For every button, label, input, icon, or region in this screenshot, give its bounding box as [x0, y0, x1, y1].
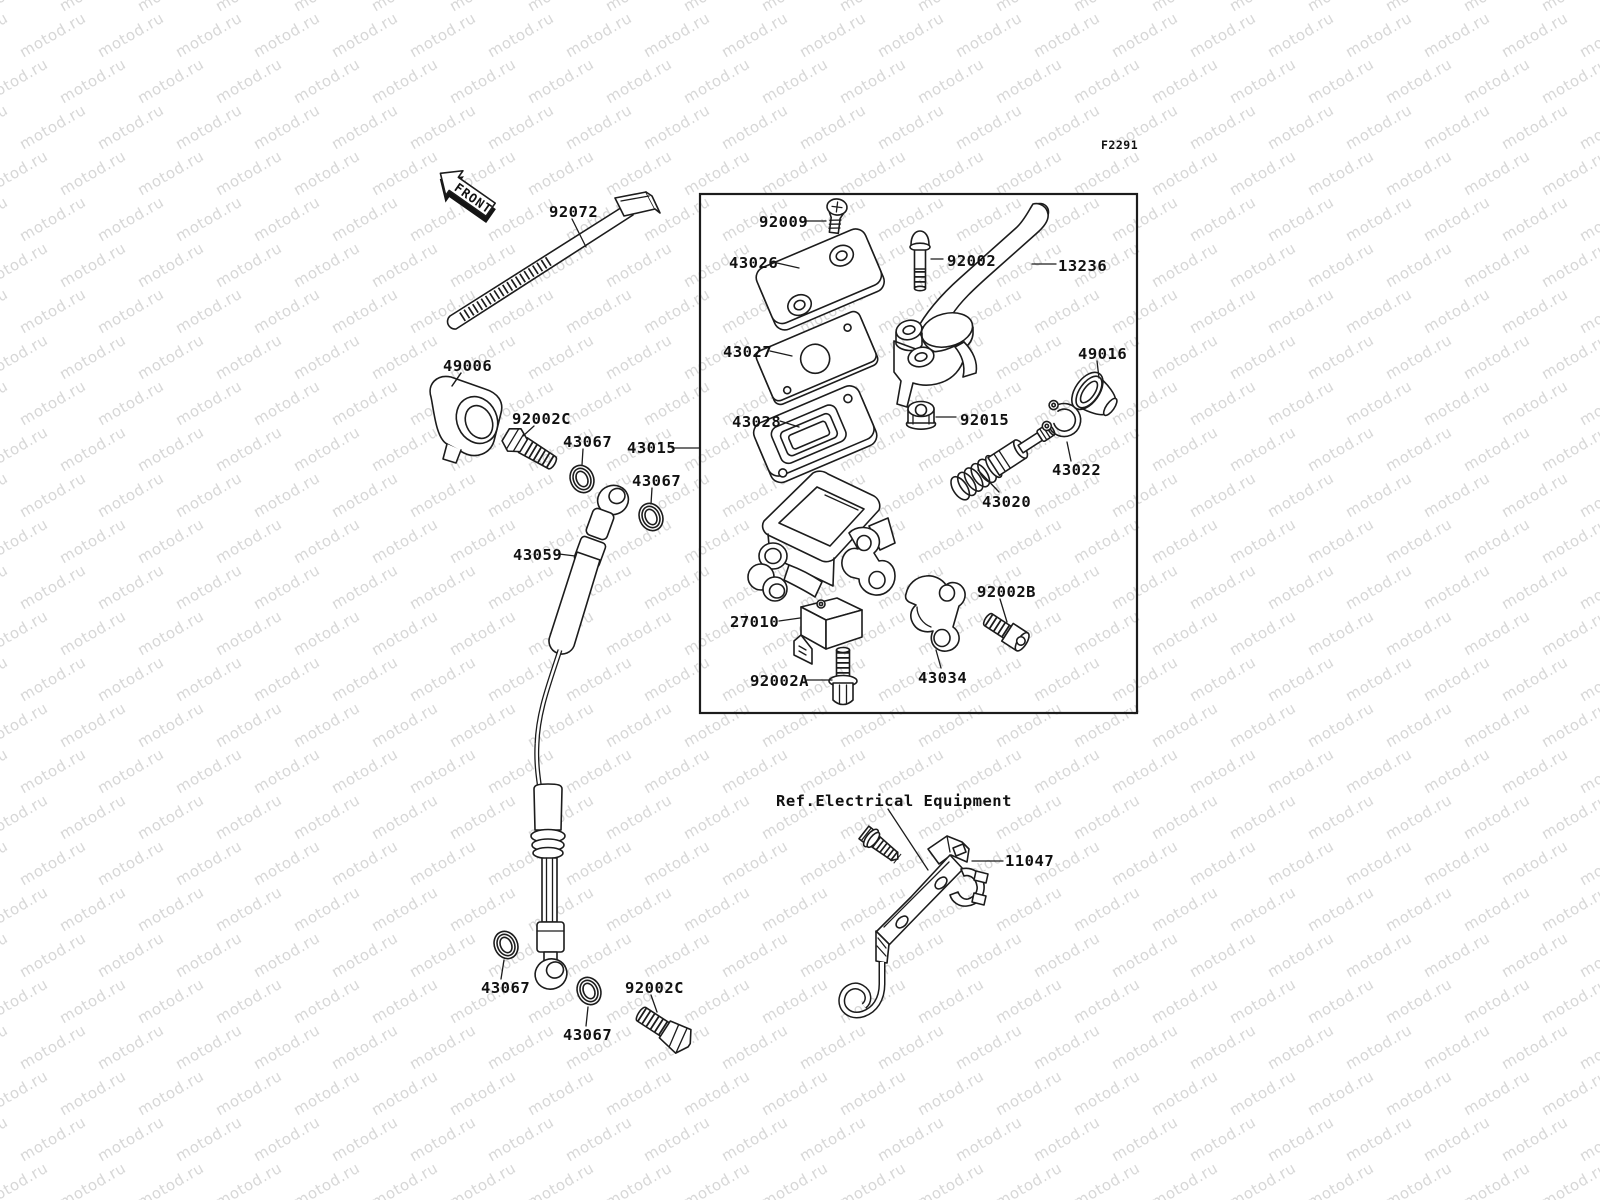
part-label-92072: 92072	[549, 203, 598, 221]
cable-tie-92072-drawing	[446, 191, 661, 330]
bolt-92002b-drawing	[982, 612, 1030, 652]
part-label-92002: 92002	[947, 252, 996, 270]
washer-43067-lower-right-drawing	[576, 976, 602, 1006]
handlebar-clamp-43034-drawing	[904, 575, 966, 652]
part-label-92002b: 92002B	[977, 583, 1036, 601]
part-label-43026: 43026	[729, 254, 778, 272]
part-label-43028: 43028	[732, 413, 781, 431]
circlip-43022-drawing	[1041, 399, 1082, 438]
brake-switch-27010-drawing	[793, 597, 863, 665]
part-label-92015: 92015	[960, 411, 1009, 429]
bolt-92002a-drawing	[828, 646, 858, 706]
brake-hose-43059-drawing	[530, 484, 630, 990]
front-direction-arrow: FRONT	[439, 169, 496, 224]
washer-43067-second-drawing	[638, 502, 664, 532]
reservoir-cap-43026-drawing	[755, 228, 885, 331]
part-label-49016: 49016	[1078, 345, 1127, 363]
part-label-92002c-lower: 92002C	[625, 979, 684, 997]
part-label-43027: 43027	[723, 343, 772, 361]
part-label-43020: 43020	[982, 493, 1031, 511]
locknut-92015-drawing	[905, 400, 937, 430]
leader-lines	[451, 220, 1100, 1027]
part-label-43015: 43015	[627, 439, 676, 457]
part-label-43034: 43034	[918, 669, 967, 687]
part-label-92002c-upper: 92002C	[512, 410, 571, 428]
ref-electrical-note: Ref.Electrical Equipment	[776, 792, 1012, 810]
part-label-43059: 43059	[513, 546, 562, 564]
master-cylinder-body-drawing	[747, 470, 896, 602]
diaphragm-43028-drawing	[752, 385, 878, 484]
part-label-43067-lower-right: 43067	[563, 1026, 612, 1044]
part-label-92009: 92009	[759, 213, 808, 231]
part-label-43022: 43022	[1052, 461, 1101, 479]
dust-cap-49016-drawing	[1071, 371, 1118, 417]
part-label-49006: 49006	[443, 357, 492, 375]
washer-43067-lower-left-drawing	[493, 930, 519, 960]
part-label-43067-second: 43067	[632, 472, 681, 490]
part-label-92002a: 92002A	[750, 672, 809, 690]
cap-plate-43027-drawing	[755, 310, 879, 406]
junction-boot-49006-drawing	[429, 372, 503, 464]
part-label-13236: 13236	[1058, 257, 1107, 275]
part-label-43067-lower-left: 43067	[481, 979, 530, 997]
bracket-screw-drawing	[858, 825, 902, 864]
part-label-43067-upper: 43067	[563, 433, 612, 451]
pivot-bolt-92002-drawing	[909, 230, 931, 292]
piston-assembly-43020-drawing	[950, 423, 1056, 501]
part-label-27010: 27010	[730, 613, 779, 631]
washer-43067-upper-drawing	[569, 464, 595, 494]
banjo-bolt-92002c-upper-drawing	[501, 428, 558, 471]
bracket-11047-drawing	[838, 835, 989, 1019]
screw-92009-drawing	[826, 198, 848, 235]
assembly-frame-box	[698, 192, 1139, 715]
figure-code: F2291	[1101, 138, 1138, 152]
brake-lever-13236-drawing	[893, 202, 1050, 408]
banjo-bolt-92002c-lower-drawing	[635, 1006, 692, 1054]
part-label-11047: 11047	[1005, 852, 1054, 870]
